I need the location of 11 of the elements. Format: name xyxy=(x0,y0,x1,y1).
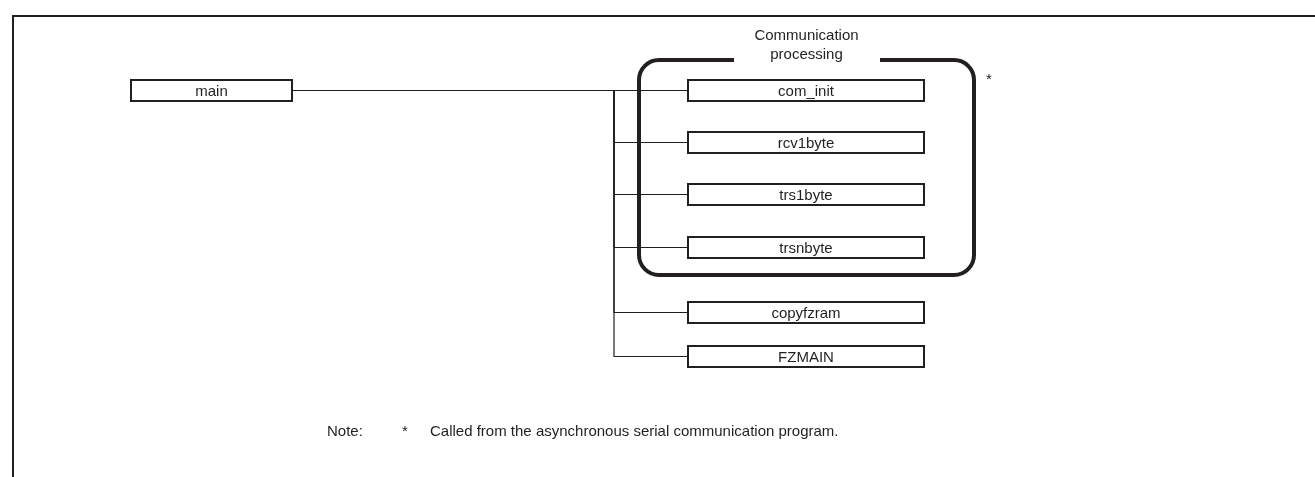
function-box: rcv1byte xyxy=(687,131,925,154)
footnote-mark: * xyxy=(986,70,992,87)
note-text: Called from the asynchronous serial communication program. xyxy=(430,422,839,439)
function-box: trs1byte xyxy=(687,183,925,206)
function-box: copyfzram xyxy=(687,301,925,324)
function-box: main xyxy=(130,79,293,102)
function-box: trsnbyte xyxy=(687,236,925,259)
footnote-mark: * xyxy=(402,422,408,439)
function-box: FZMAIN xyxy=(687,345,925,368)
note-text: Note: xyxy=(327,422,363,439)
function-box: com_init xyxy=(687,79,925,102)
